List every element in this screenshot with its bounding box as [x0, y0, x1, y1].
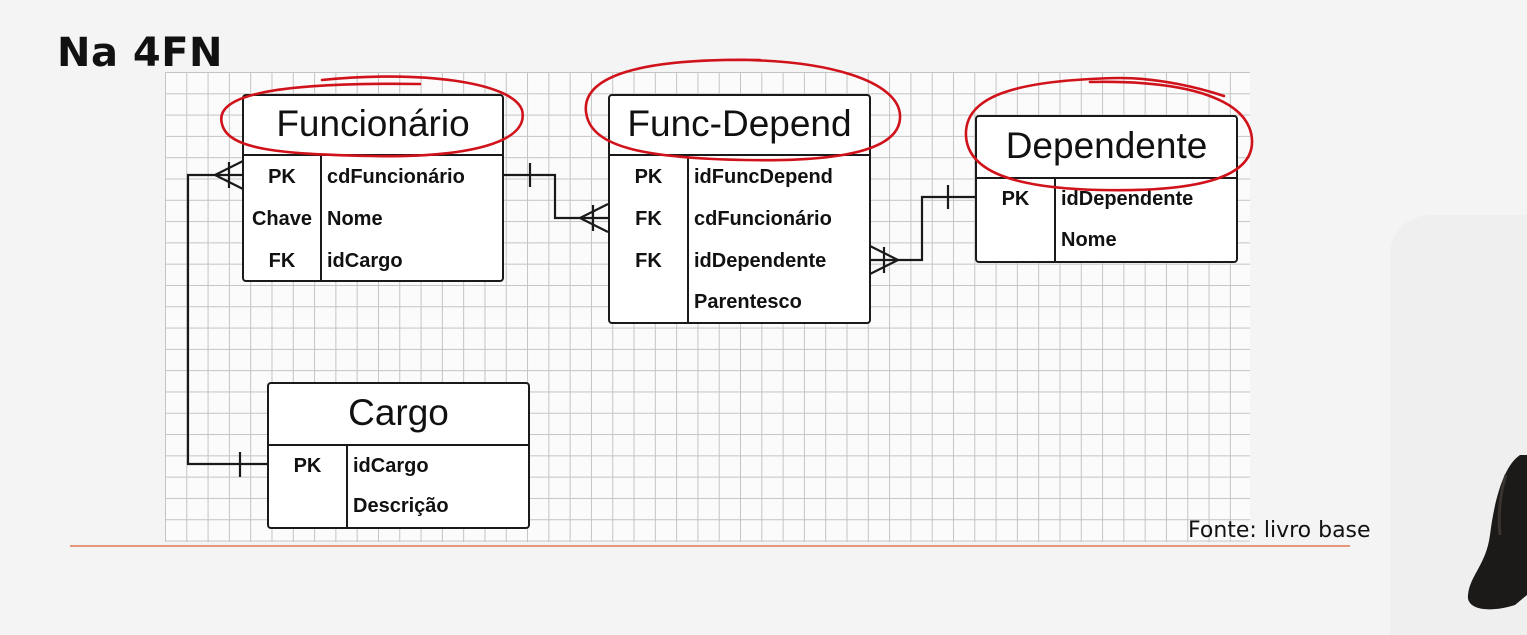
attribute-name: Nome [327, 207, 383, 230]
key-label: Chave [251, 207, 313, 230]
attribute-name: idCargo [353, 454, 429, 477]
attribute-name: Nome [1061, 228, 1117, 251]
attribute-name: idCargo [327, 249, 403, 272]
entity-row: FK cdFuncionário [610, 198, 869, 240]
key-label: PK [634, 165, 663, 188]
entity-row: Descrição [269, 486, 528, 527]
connector-crowfoot [869, 245, 901, 275]
attribute-name: idFuncDepend [694, 165, 833, 188]
presenter-hand-icon [1467, 455, 1527, 610]
key-label: FK [635, 207, 662, 230]
attribute-name: idDependente [694, 249, 827, 272]
relationship-connectors [186, 160, 975, 477]
key-label: PK [293, 454, 322, 477]
key-label: PK [1001, 187, 1030, 210]
key-label: FK [635, 249, 662, 272]
attribute-name: idDependente [1061, 187, 1194, 210]
entity-dependente: Dependente PK idDependente Nome [975, 115, 1238, 263]
connector-crowfoot [577, 203, 609, 233]
entity-row: PK idDependente [977, 179, 1236, 219]
entity-row: FK idCargo [244, 240, 502, 280]
key-label: PK [268, 165, 296, 188]
entity-funcionario: Funcionário PK cdFuncionário Chave Nome … [242, 94, 504, 282]
entity-row: Chave Nome [244, 198, 502, 240]
entity-row: Parentesco [610, 282, 869, 322]
entity-row: PK idFuncDepend [610, 156, 869, 198]
entity-func-depend-title: Func-Depend [610, 96, 869, 156]
slide-title: Na 4FN [57, 30, 224, 76]
entity-row: Nome [977, 219, 1236, 261]
connector-crowfoot [212, 160, 244, 190]
entity-func-depend: Func-Depend PK idFuncDepend FK cdFuncion… [608, 94, 871, 324]
attribute-name: cdFuncionário [327, 165, 465, 188]
entity-cargo: Cargo PK idCargo Descrição [267, 382, 530, 529]
bottom-divider-rule [70, 545, 1350, 547]
attribute-name: cdFuncionário [694, 207, 832, 230]
key-label: FK [268, 249, 296, 272]
source-note: Fonte: livro base [1188, 518, 1371, 543]
entity-row: PK cdFuncionário [244, 156, 502, 198]
entity-row: PK idCargo [269, 446, 528, 486]
attribute-name: Parentesco [694, 290, 802, 313]
connector-dependente-funcdepend [870, 195, 975, 262]
entity-funcionario-title: Funcionário [244, 96, 502, 156]
entity-cargo-title: Cargo [269, 384, 528, 446]
entity-dependente-title: Dependente [977, 117, 1236, 179]
entity-row: FK idDependente [610, 240, 869, 282]
attribute-name: Descrição [353, 495, 449, 517]
